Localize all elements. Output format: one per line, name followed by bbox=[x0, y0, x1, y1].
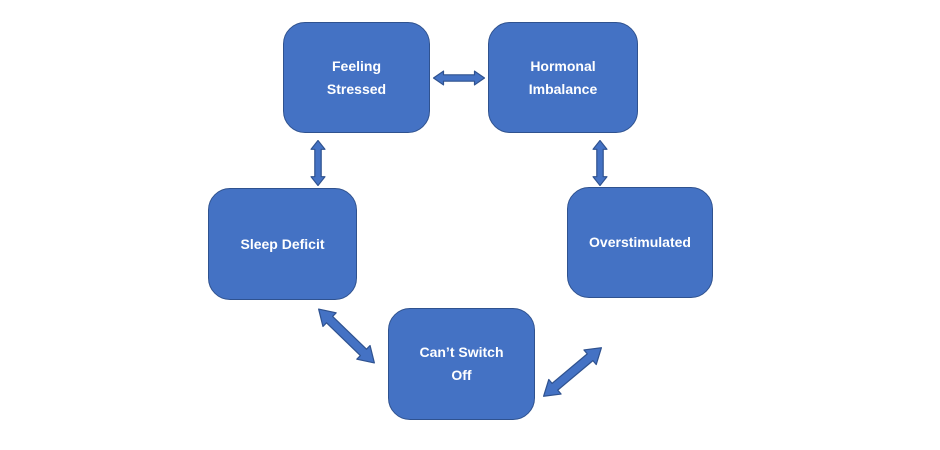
double-arrow-vertical-right-icon bbox=[592, 140, 608, 186]
double-arrow-vertical-left-icon bbox=[310, 140, 326, 186]
node-sleep-deficit: Sleep Deficit bbox=[208, 188, 357, 300]
node-feeling-stressed: Feeling Stressed bbox=[283, 22, 430, 133]
double-arrow-diagonal-left-icon bbox=[310, 301, 382, 372]
double-arrow-diagonal-right-icon bbox=[536, 339, 609, 405]
double-arrow-horizontal-icon bbox=[433, 70, 485, 86]
node-hormonal-imbalance: Hormonal Imbalance bbox=[488, 22, 638, 133]
node-overstimulated: Overstimulated bbox=[567, 187, 713, 298]
node-cant-switch-off: Can’t Switch Off bbox=[388, 308, 535, 420]
